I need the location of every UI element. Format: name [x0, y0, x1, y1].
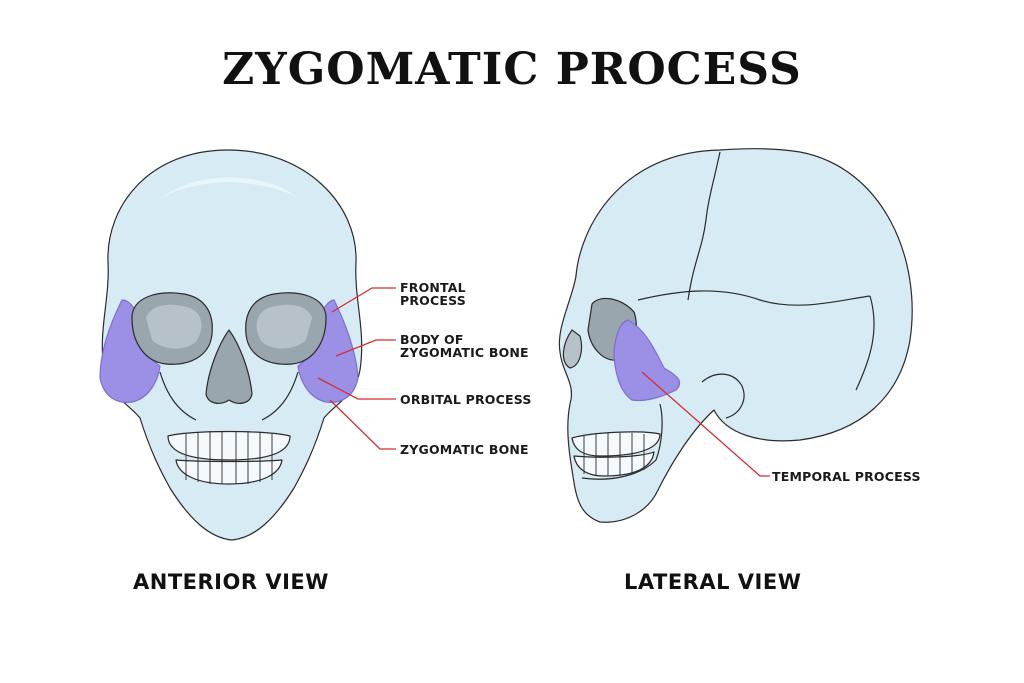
lateral-coronal-suture	[687, 151, 721, 301]
lateral-lower-teeth	[573, 451, 655, 477]
anterior-skull	[99, 149, 363, 541]
anterior-tooth-lines	[185, 431, 273, 484]
label-temporal-process: TEMPORAL PROCESS	[772, 470, 921, 483]
anterior-nasal-cavity	[205, 329, 253, 404]
lateral-nasal-cavity	[562, 329, 583, 369]
lateral-tooth-lines	[583, 433, 645, 476]
lateral-mastoid	[701, 373, 745, 419]
label-frontal-process: FRONTAL PROCESS	[400, 281, 466, 307]
lateral-view-label: LATERAL VIEW	[624, 570, 802, 594]
leader-orbital-process	[317, 377, 396, 400]
label-zygomatic-bone: ZYGOMATIC BONE	[400, 443, 529, 456]
anterior-orbit-left-inner	[146, 304, 202, 349]
label-zygomatic-bone-text: ZYGOMATIC BONE	[400, 442, 529, 457]
anterior-forehead-highlight	[160, 177, 300, 200]
anterior-cheek-line-left	[159, 371, 197, 421]
lateral-skull-outline	[558, 148, 913, 523]
label-body-line2: ZYGOMATIC BONE	[400, 345, 529, 360]
anterior-orbit-right-inner	[256, 304, 312, 349]
label-orbital-process-text: ORBITAL PROCESS	[400, 392, 532, 407]
diagram-title: ZYGOMATIC PROCESS	[222, 44, 802, 95]
leader-body-of-zygomatic-bone	[335, 339, 396, 357]
leader-zygomatic-bone	[329, 399, 396, 450]
leader-frontal-process	[331, 287, 396, 313]
lateral-upper-teeth	[571, 431, 661, 457]
label-body-line1: BODY OF	[400, 332, 464, 347]
lateral-zygomatic	[613, 319, 681, 402]
anterior-view-label: ANTERIOR VIEW	[133, 570, 329, 594]
label-orbital-process: ORBITAL PROCESS	[400, 393, 532, 406]
anterior-cheek-line-right	[261, 371, 299, 421]
label-body-of-zygomatic-bone: BODY OF ZYGOMATIC BONE	[400, 333, 529, 359]
lateral-squamosal-suture	[637, 290, 871, 306]
lateral-skull	[558, 148, 913, 523]
lateral-mandible-line	[581, 403, 663, 480]
label-frontal-process-line2: PROCESS	[400, 293, 466, 308]
label-frontal-process-line1: FRONTAL	[400, 280, 466, 295]
anterior-leader-lines	[317, 287, 396, 450]
anterior-upper-teeth	[167, 430, 291, 461]
label-temporal-process-text: TEMPORAL PROCESS	[772, 469, 921, 484]
lateral-lambdoid-suture	[855, 295, 875, 391]
leader-temporal-process	[641, 371, 770, 477]
